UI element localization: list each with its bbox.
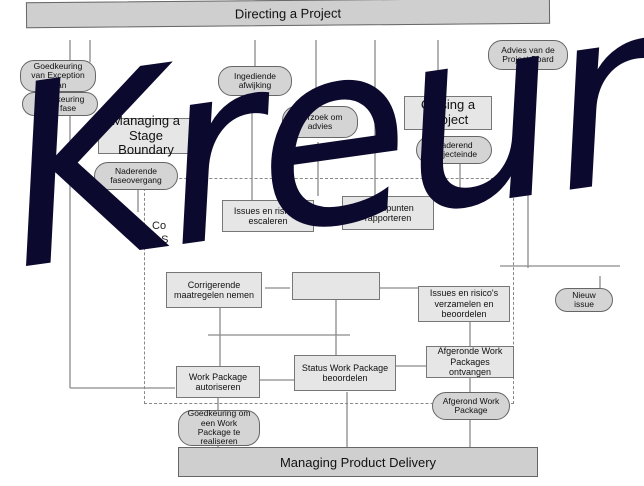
work-package-autoriseren: Work Package autoriseren [176, 366, 260, 398]
goedkeuring-work-package: Goedkeuring om een Work Package te reali… [178, 409, 260, 446]
verzoek-om-advies: Verzoek om advies [282, 106, 358, 138]
managing-a-stage-boundary: Managing a Stage Boundary [98, 113, 194, 157]
nieuw-issue: Nieuw issue [555, 288, 613, 312]
afgeronde-work-packages: Afgeronde Work Packages ontvangen [426, 346, 514, 378]
status-work-package-beoordelen: Status Work Package beoordelen [294, 355, 396, 391]
naderende-faseovergang: Naderende faseovergang [94, 162, 178, 190]
controlling-a-stage-region [144, 178, 514, 404]
middle-activity-box [292, 272, 380, 300]
goedkeuring-exception-plan: Goedkeuring van Exception Plan [20, 60, 96, 92]
managing-product-delivery-bar: Managing Product Delivery [178, 447, 538, 477]
ingediende-afwijking: Ingediende afwijking [218, 66, 292, 96]
region-label-line-1: Co [152, 220, 167, 232]
advies-project-board: Advies van de Project Board [488, 40, 568, 70]
issues-risicos-escaleren: Issues en risico's escaleren [222, 200, 314, 232]
goedkeuring-fase: Goedkeuring van fase [22, 92, 98, 116]
corrigerende-maatregelen: Corrigerende maatregelen nemen [166, 272, 262, 308]
region-label-line-2: a S [152, 234, 169, 246]
afgerond-work-package: Afgerond Work Package [432, 392, 510, 420]
directing-a-project-bar: Directing a Project [25, 0, 551, 29]
naderend-projecteinde: Naderend projecteinde [416, 136, 492, 164]
hoofdpunten-rapporteren: Hoofdpunten rapporteren [342, 196, 434, 230]
closing-a-project: Closing a Project [404, 96, 492, 130]
issues-risicos-verzamelen: Issues en risico's verzamelen en beoorde… [418, 286, 510, 322]
